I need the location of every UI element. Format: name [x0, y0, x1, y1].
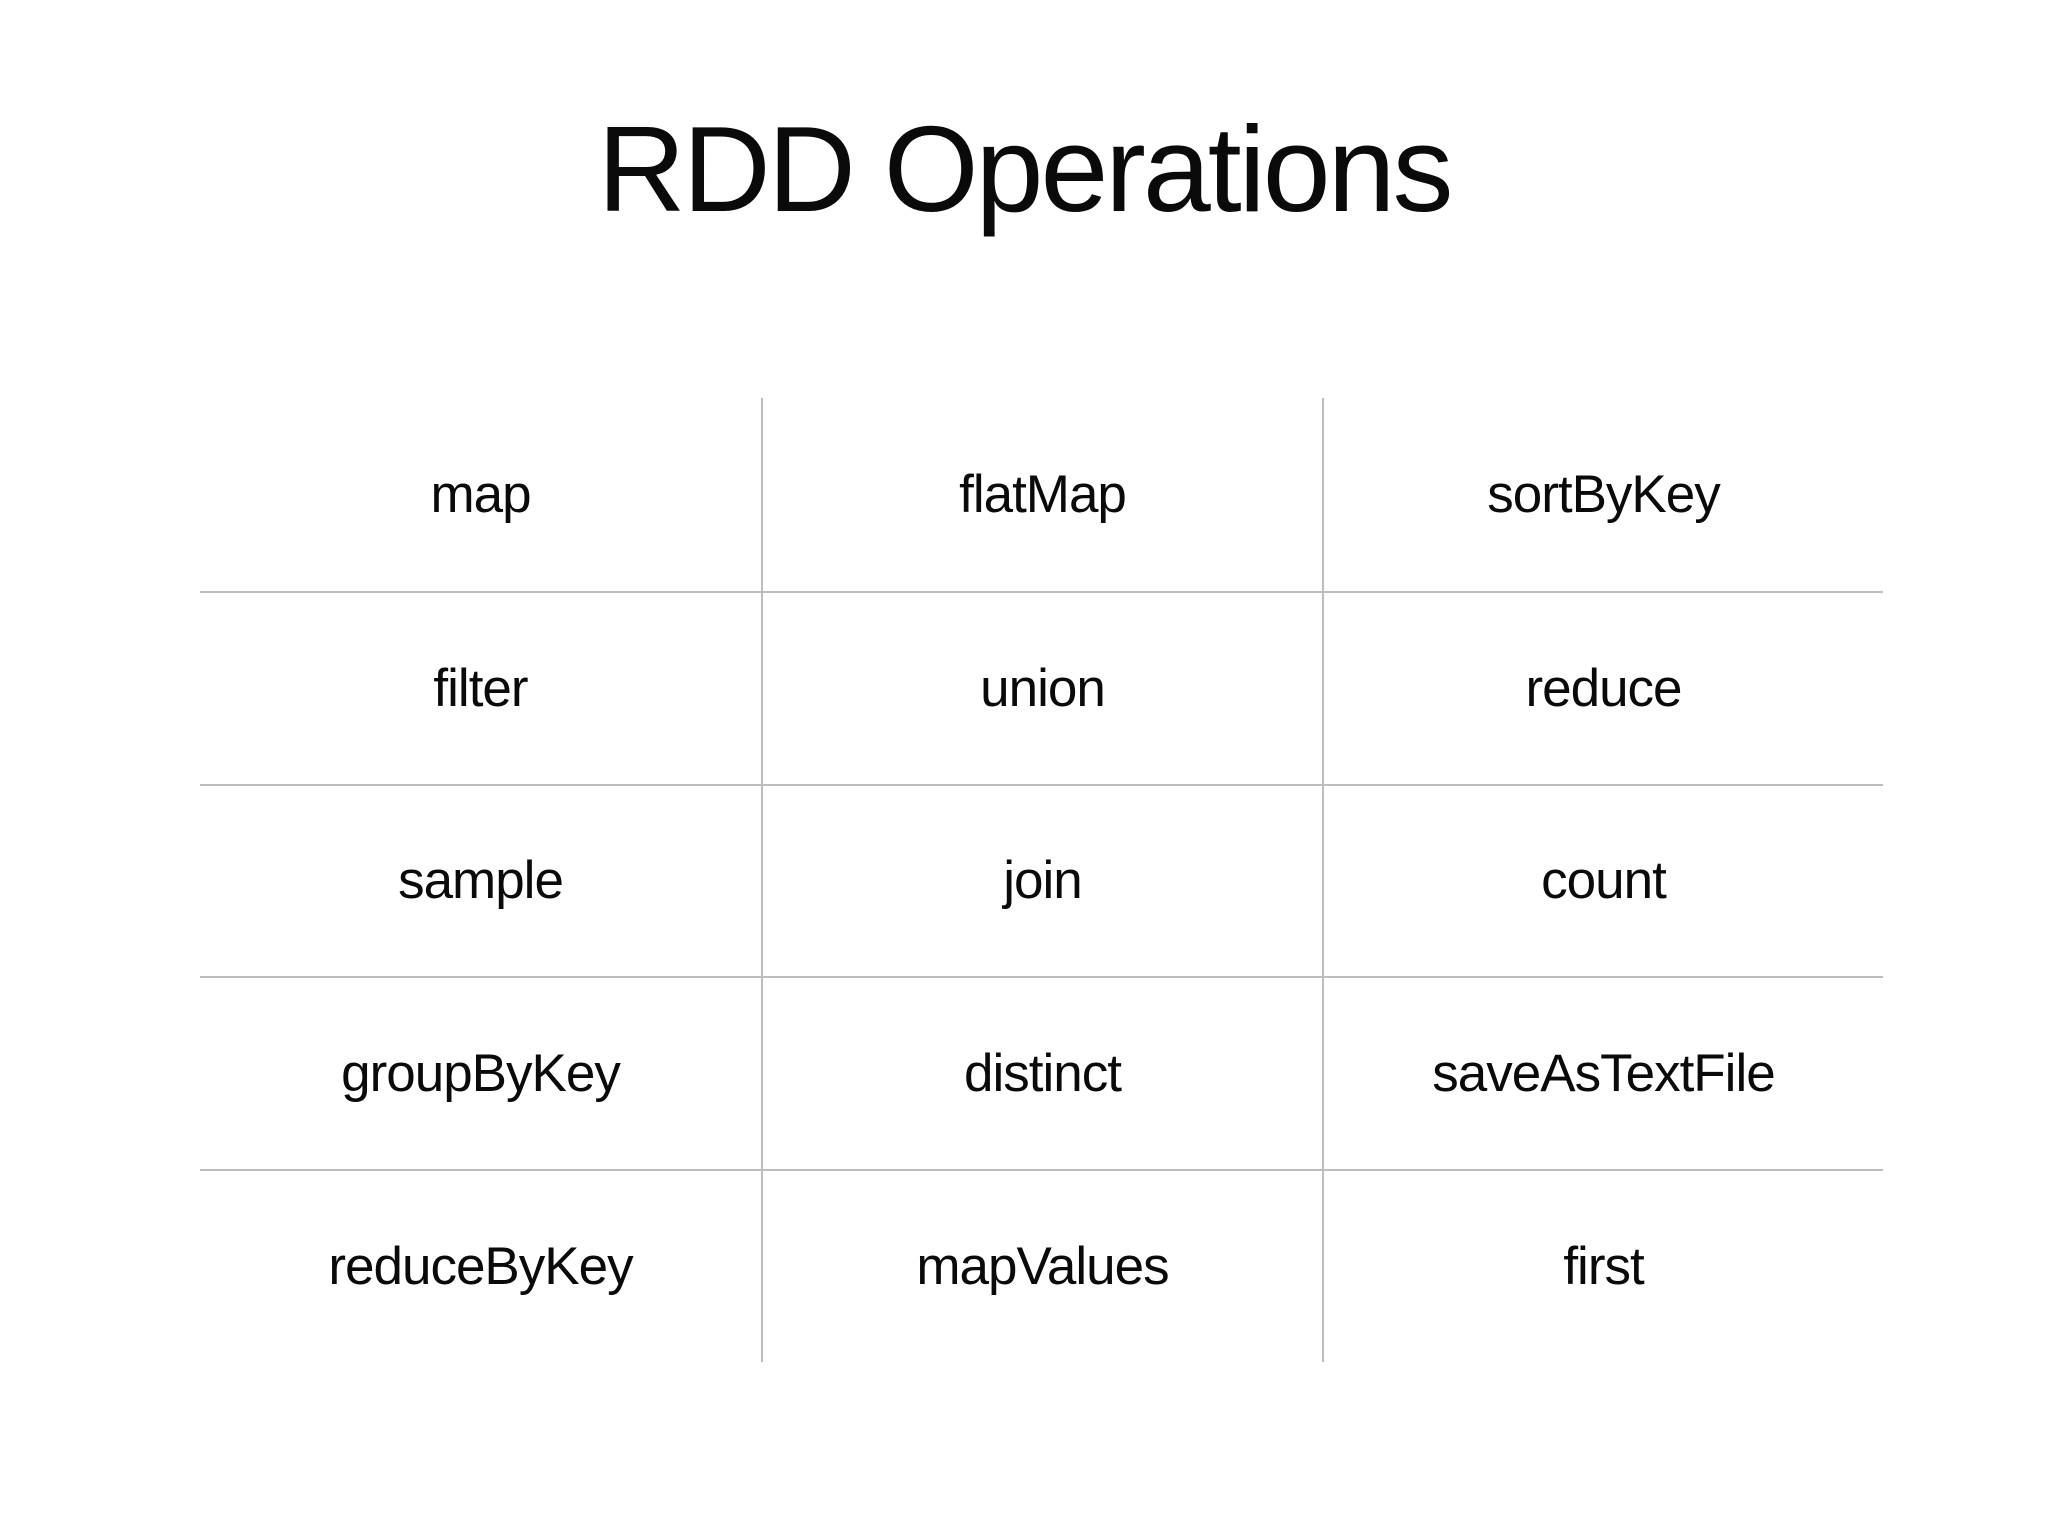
table-cell-groupbykey: groupByKey — [200, 976, 761, 1169]
operations-table: map flatMap sortByKey filter union reduc… — [200, 398, 1883, 1362]
table-cell-sortbykey: sortByKey — [1322, 398, 1883, 591]
table-cell-mapvalues: mapValues — [761, 1169, 1322, 1362]
slide-title: RDD Operations — [597, 101, 1454, 237]
table-cell-distinct: distinct — [761, 976, 1322, 1170]
table-cell-filter: filter — [200, 590, 761, 784]
table-cell-count: count — [1322, 783, 1883, 977]
table-cell-join: join — [761, 783, 1322, 977]
table-cell-reduce: reduce — [1322, 590, 1883, 784]
table-cell-reducebykey: reduceByKey — [200, 1169, 761, 1362]
table-cell-flatmap: flatMap — [761, 398, 1322, 591]
table-cell-first: first — [1322, 1169, 1883, 1362]
table-cell-union: union — [761, 590, 1322, 784]
table-cell-map: map — [430, 464, 531, 524]
table-cell-saveastextfile: saveAsTextFile — [1322, 976, 1883, 1170]
table-cell-sample: sample — [200, 783, 761, 977]
